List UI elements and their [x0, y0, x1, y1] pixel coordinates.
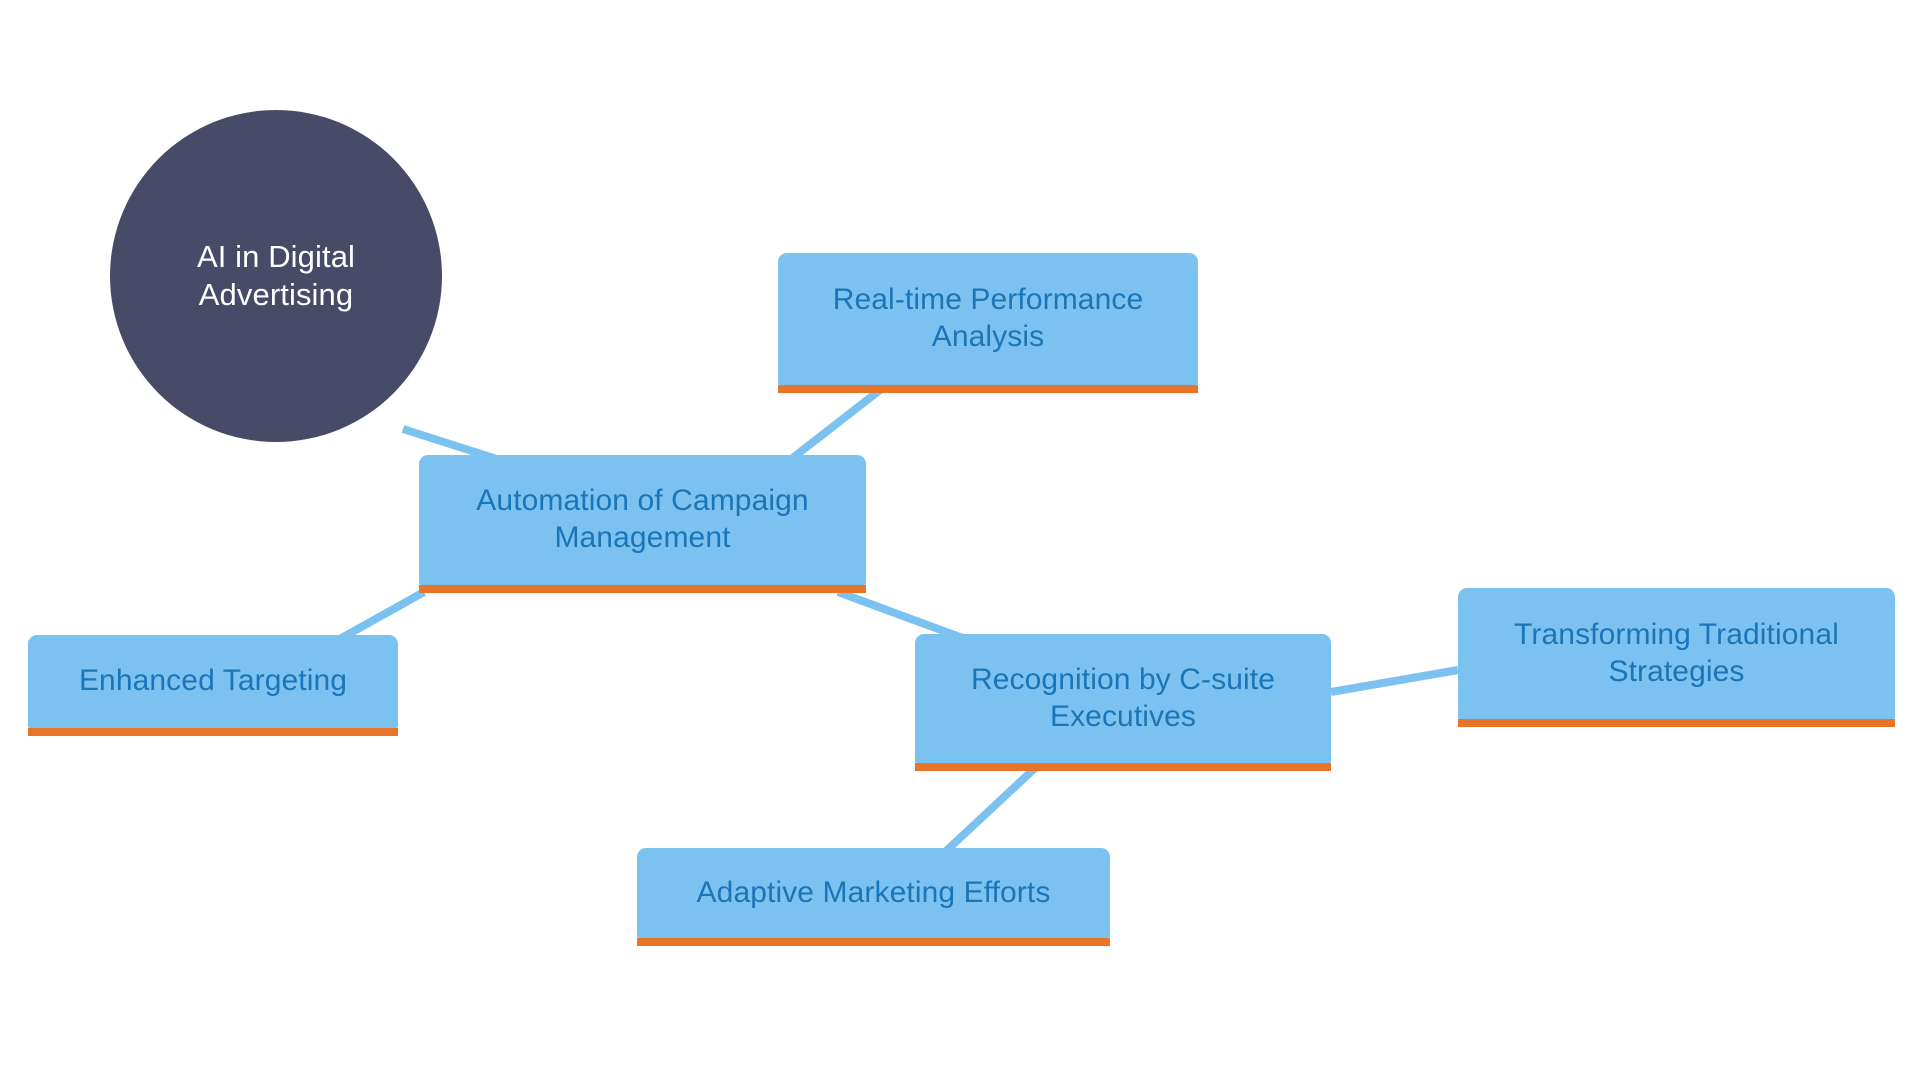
node-underline [915, 763, 1331, 771]
node-enhanced-targeting[interactable]: Enhanced Targeting [28, 635, 398, 736]
node-recognition-by-c-suite-executives[interactable]: Recognition by C-suite Executives [915, 634, 1331, 771]
edge-recognition-adaptive [942, 765, 1038, 855]
node-label: Enhanced Targeting [78, 664, 348, 698]
edge-automation-recognition [836, 588, 970, 644]
edge-automation-targeting [336, 588, 426, 644]
node-underline [419, 585, 866, 593]
node-root-label: AI in Digital Advertising [196, 239, 356, 312]
node-label: Transforming Traditional Strategies [1514, 617, 1839, 688]
node-automation-of-campaign-management[interactable]: Automation of Campaign Management [419, 455, 866, 593]
node-root-ai-in-digital-advertising[interactable]: AI in Digital Advertising [110, 110, 442, 442]
node-real-time-performance-analysis[interactable]: Real-time Performance Analysis [778, 253, 1198, 393]
node-underline [637, 938, 1110, 946]
edge-recognition-transforming [1330, 666, 1459, 696]
node-label: Recognition by C-suite Executives [970, 662, 1276, 733]
edge-automation-realtime [787, 386, 883, 464]
node-label: Real-time Performance Analysis [832, 283, 1144, 353]
node-underline [1458, 719, 1895, 727]
node-label: Adaptive Marketing Efforts [696, 875, 1051, 909]
node-underline [778, 385, 1198, 393]
node-adaptive-marketing-efforts[interactable]: Adaptive Marketing Efforts [637, 848, 1110, 946]
node-underline [28, 728, 398, 736]
node-transforming-traditional-strategies[interactable]: Transforming Traditional Strategies [1458, 588, 1895, 727]
node-label: Automation of Campaign Management [476, 484, 809, 554]
